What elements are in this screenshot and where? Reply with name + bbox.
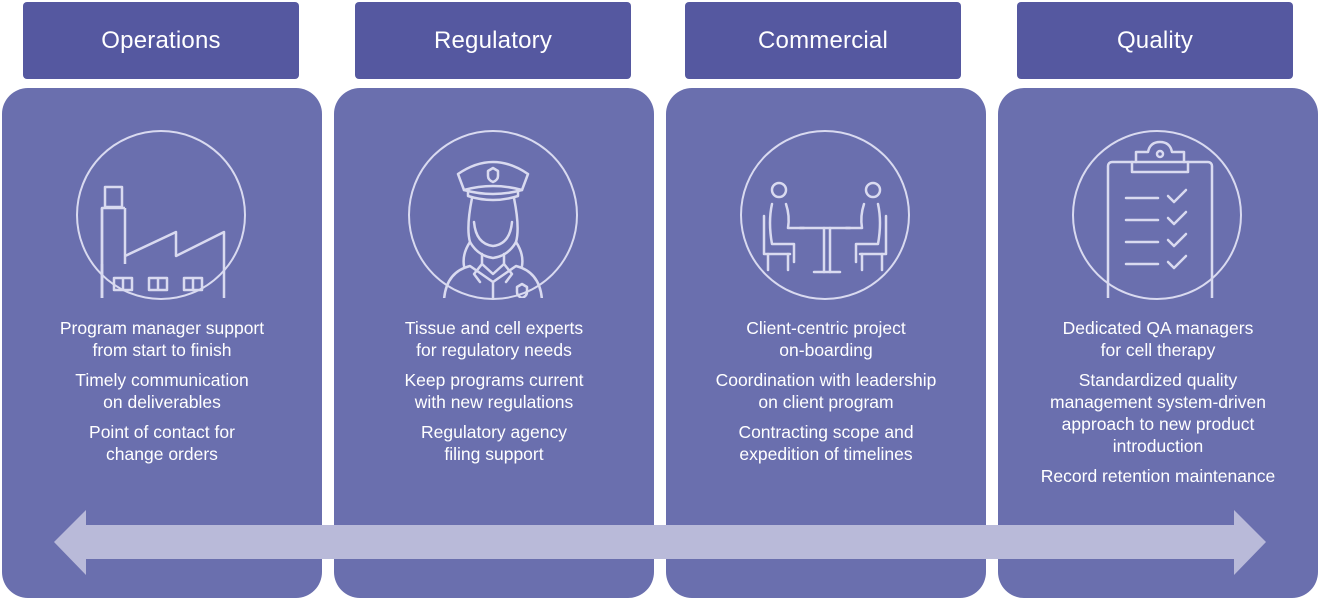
icon-circle-regulatory: [408, 130, 578, 300]
header-commercial: Commercial: [685, 2, 961, 79]
bullet-line: Point of contact for: [89, 422, 235, 442]
bullet-line: Keep programs current: [404, 370, 584, 390]
bullet-line: Program manager support: [59, 318, 265, 338]
bullet-line: on client program: [758, 392, 894, 412]
bullet-line: Contracting scope and: [738, 422, 914, 442]
bullet-line: for regulatory needs: [416, 340, 572, 360]
bullet-line: Standardized quality: [1078, 370, 1238, 390]
bullet-line: approach to new product: [1061, 414, 1255, 434]
bullet-item: Record retention maintenance: [998, 465, 1318, 487]
bullet-line: with new regulations: [414, 392, 574, 412]
header-quality: Quality: [1017, 2, 1293, 79]
bullet-line: from start to finish: [92, 340, 232, 360]
bullet-line: Dedicated QA managers: [1062, 318, 1254, 338]
officer-icon: [442, 160, 544, 298]
header-regulatory: Regulatory: [355, 2, 631, 79]
icon-circle-quality: [1072, 130, 1242, 300]
bullet-line: Regulatory agency: [421, 422, 567, 442]
header-operations: Operations: [23, 2, 299, 79]
header-regulatory-title: Regulatory: [433, 26, 553, 54]
bullet-line: management system-driven: [1050, 392, 1266, 412]
header-commercial-title: Commercial: [757, 26, 888, 54]
bullet-line: filing support: [444, 444, 544, 464]
bullet-line: on-boarding: [779, 340, 873, 360]
bullet-line: introduction: [1112, 436, 1204, 456]
icon-circle-operations: [76, 130, 246, 300]
header-operations-title: Operations: [101, 26, 221, 54]
bullet-line: Record retention maintenance: [1040, 466, 1276, 486]
bullet-line: for cell therapy: [1100, 340, 1216, 360]
factory-icon: [100, 185, 226, 298]
bullet-line: Coordination with leadership: [715, 370, 937, 390]
bullet-line: expedition of timelines: [739, 444, 913, 464]
header-quality-title: Quality: [1116, 26, 1194, 54]
icon-circle-commercial: [740, 130, 910, 300]
meeting-table-icon: [762, 181, 888, 274]
clipboard-checklist-icon: [1106, 140, 1214, 298]
bullet-line: Tissue and cell experts: [404, 318, 584, 338]
bullet-line: Timely communication: [75, 370, 249, 390]
bullet-line: change orders: [106, 444, 218, 464]
bullet-line: Client-centric project: [746, 318, 906, 338]
bullet-line: on deliverables: [103, 392, 221, 412]
